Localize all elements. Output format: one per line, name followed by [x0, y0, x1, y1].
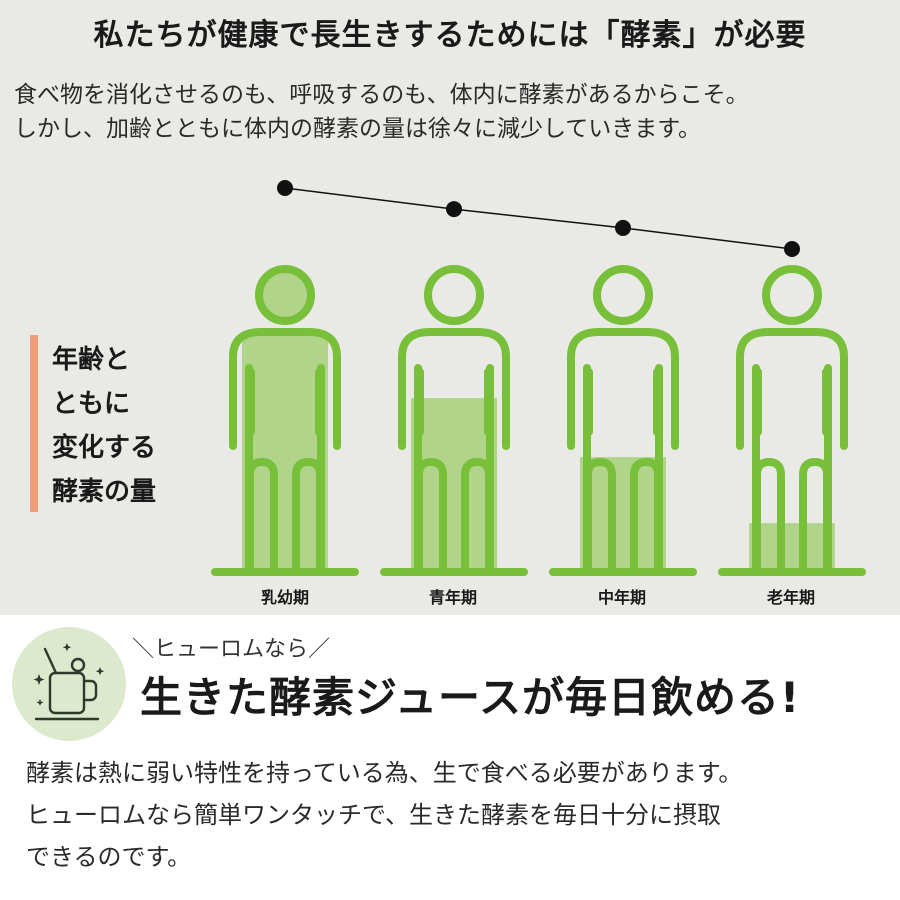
body-line-2: ヒューロムなら簡単ワンタッチで、生きた酵素を毎日十分に摂取 — [26, 801, 722, 829]
stage-label-middle-age: 中年期 — [597, 588, 646, 607]
enzyme-fill-old-age — [749, 523, 835, 568]
callout-text: ＼ヒューロムなら／ — [132, 637, 331, 662]
juice-glass-icon — [33, 643, 105, 721]
body-outline-middle-age — [567, 328, 679, 572]
enzyme-dot-middle-age — [615, 219, 631, 236]
juice-badge — [12, 627, 126, 741]
stage-label-old-age: 老年期 — [766, 588, 815, 607]
side-label-line-1: 年齢と — [52, 345, 131, 375]
head-middle-age — [593, 265, 653, 325]
enzyme-dot-infant — [277, 180, 293, 196]
enzyme-fill-middle-age — [580, 457, 666, 568]
body-outline-old-age — [736, 328, 848, 572]
enzyme-dot-old-age — [784, 241, 800, 257]
enzyme-dot-youth — [446, 201, 462, 218]
intro-line-2: しかし、加齢とともに体内の酵素の量は徐々に減少していきます。 — [14, 116, 702, 142]
body-text: 酵素は熱に弱い特性を持っている為、生で食べる必要があります。 ヒューロムなら簡単… — [26, 752, 896, 878]
body-outline-infant — [229, 328, 341, 572]
intro-text: 食べ物を消化させるのも、呼吸するのも、体内に酵素があるからこそ。 しかし、加齢と… — [14, 78, 894, 146]
enzyme-fill-infant — [242, 332, 328, 568]
stage-label-infant: 乳幼期 — [260, 588, 309, 607]
headline: 生きた酵素ジュースが毎日飲める! — [140, 673, 801, 722]
enzyme-trend-line — [284, 187, 793, 250]
side-label-line-3: 変化する — [52, 433, 157, 463]
stage-label-youth: 青年期 — [428, 588, 477, 607]
enzyme-figures — [211, 180, 866, 576]
body-line-3: できるのです。 — [26, 843, 192, 871]
side-accent-bar — [30, 335, 38, 512]
intro-line-1: 食べ物を消化させるのも、呼吸するのも、体内に酵素があるからこそ。 — [14, 82, 749, 108]
side-label-line-2: ともに — [52, 389, 131, 419]
head-youth — [424, 265, 484, 325]
page-title: 私たちが健康で長生きするためには「酵素」が必要 — [93, 18, 807, 53]
enzyme-fill-youth — [411, 398, 497, 568]
side-label: 年齢と ともに 変化する 酵素の量 — [52, 338, 156, 514]
side-label-line-4: 酵素の量 — [52, 477, 157, 507]
head-old-age — [762, 265, 822, 325]
body-outline-youth — [398, 328, 510, 572]
head-infant — [255, 265, 315, 325]
body-line-1: 酵素は熱に弱い特性を持っている為、生で食べる必要があります。 — [26, 759, 743, 787]
